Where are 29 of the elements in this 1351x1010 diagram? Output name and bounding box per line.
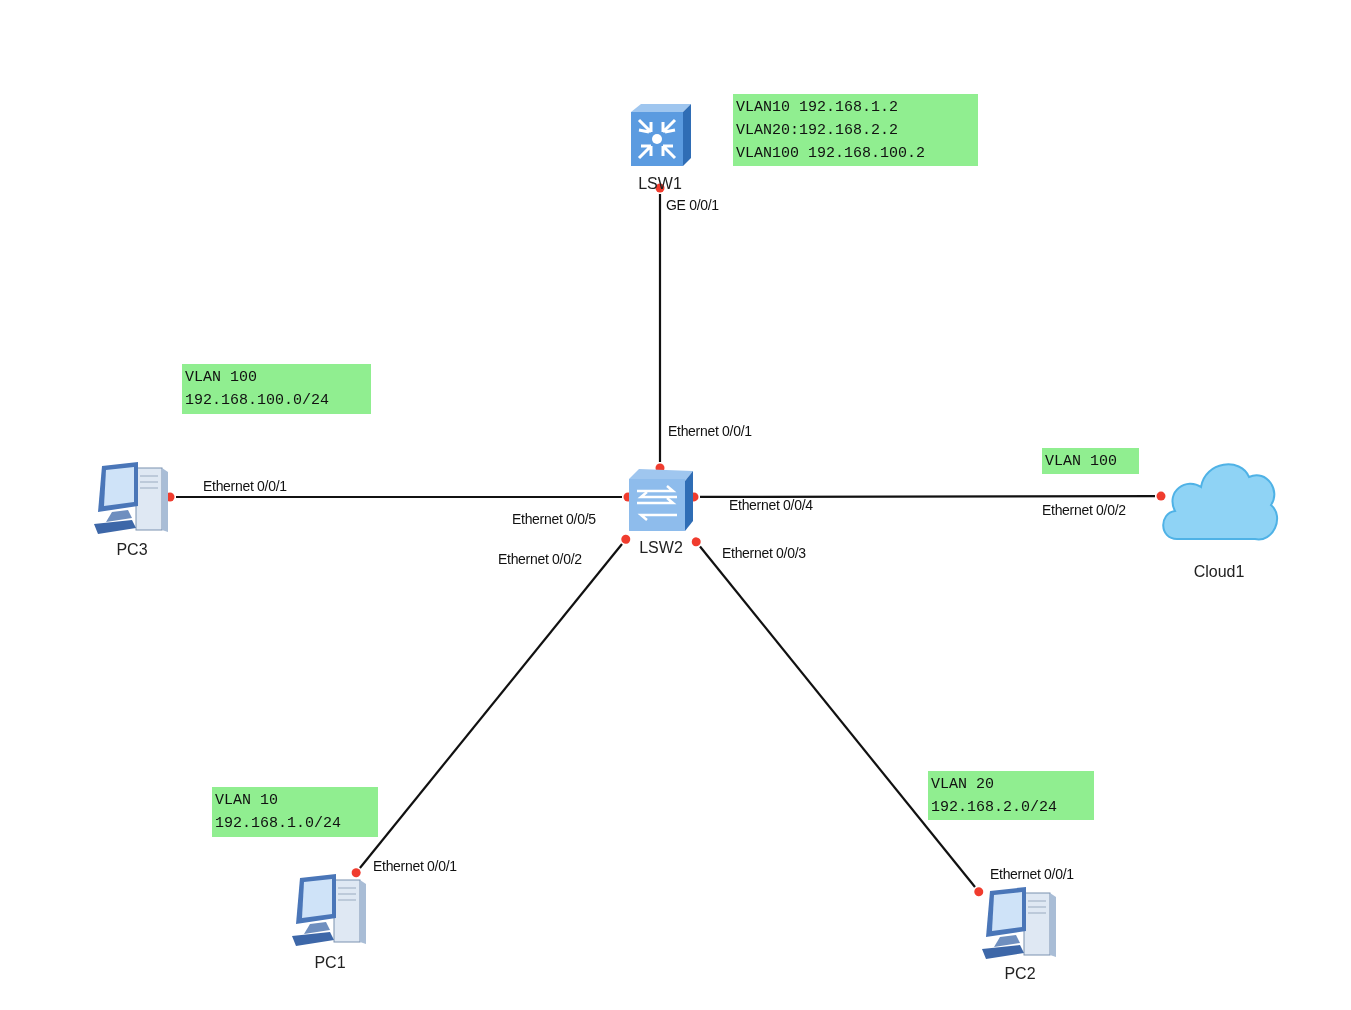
network-link <box>351 534 631 878</box>
note-text: VLAN 20 <box>931 774 995 795</box>
device-label: Cloud1 <box>1193 562 1245 582</box>
note-text: 192.168.2.0/24 <box>931 797 1059 818</box>
note-text: VLAN10 192.168.1.2 <box>736 97 900 118</box>
port-label: Ethernet 0/0/1 <box>668 423 752 440</box>
port-label: Ethernet 0/0/2 <box>498 551 582 568</box>
note-text: VLAN 10 <box>215 791 279 811</box>
note-text: VLAN100 192.168.100.2 <box>736 143 927 164</box>
port-label: GE 0/0/1 <box>666 197 719 214</box>
note-text: VLAN 100 <box>185 368 258 388</box>
port-label: Ethernet 0/0/5 <box>512 511 596 528</box>
port-label: Ethernet 0/0/4 <box>729 497 813 514</box>
device-label: PC2 <box>1004 964 1036 984</box>
network-link <box>655 183 665 473</box>
device-label: LSW1 <box>638 174 682 194</box>
port-label: Ethernet 0/0/1 <box>203 478 287 495</box>
port-label: Ethernet 0/0/1 <box>373 858 457 875</box>
device-label: PC1 <box>314 953 346 973</box>
network-link <box>691 537 984 897</box>
note-text: VLAN 100 <box>1045 451 1118 472</box>
note-text: 192.168.1.0/24 <box>215 814 343 834</box>
device-label: LSW2 <box>639 538 683 558</box>
port-label: Ethernet 0/0/1 <box>990 866 1074 883</box>
port-label: Ethernet 0/0/3 <box>722 545 806 562</box>
port-label: Ethernet 0/0/2 <box>1042 502 1126 519</box>
note-text: 192.168.100.0/24 <box>185 391 331 411</box>
device-label: PC3 <box>116 540 148 560</box>
note-text: VLAN20:192.168.2.2 <box>736 120 900 141</box>
